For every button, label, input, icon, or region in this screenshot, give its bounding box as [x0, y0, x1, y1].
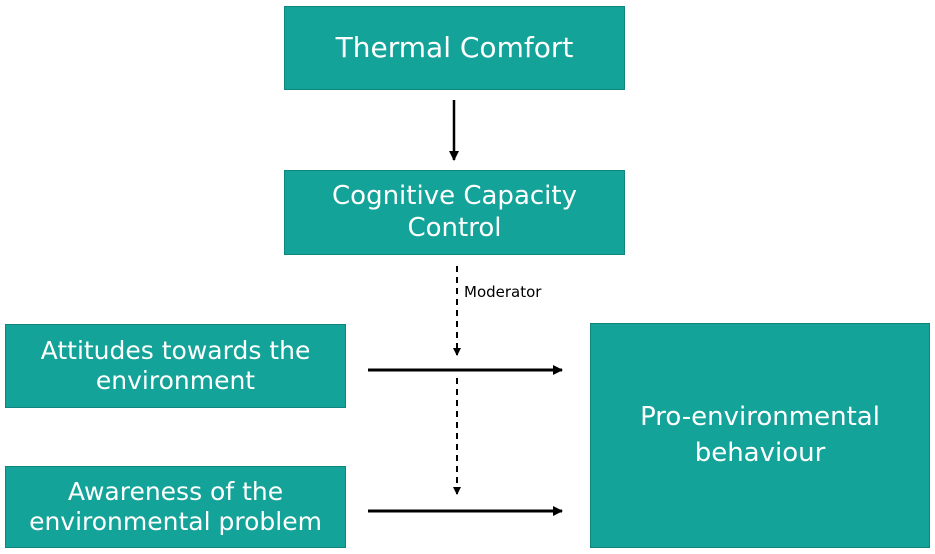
cognitive-capacity-box: Cognitive Capacity Control [284, 170, 625, 255]
awareness-label-line1: Awareness of the [67, 477, 284, 506]
attitudes-label-line2: environment [95, 366, 256, 395]
thermal-comfort-box: Thermal Comfort [284, 6, 625, 90]
pro-environmental-box: Pro-environmental behaviour [590, 323, 930, 548]
awareness-box: Awareness of the environmental problem [5, 466, 346, 548]
awareness-label-line2: environmental problem [29, 507, 322, 536]
attitudes-box: Attitudes towards the environment [5, 324, 346, 408]
cognitive-capacity-label-line1: Cognitive Capacity [332, 181, 577, 212]
thermal-comfort-label: Thermal Comfort [335, 31, 574, 65]
pro-environmental-label-line2: behaviour [694, 437, 826, 468]
pro-environmental-label-line1: Pro-environmental [640, 402, 880, 433]
moderator-label: Moderator [464, 283, 542, 301]
cognitive-capacity-label-line2: Control [407, 212, 502, 243]
attitudes-label-line1: Attitudes towards the [40, 336, 311, 365]
